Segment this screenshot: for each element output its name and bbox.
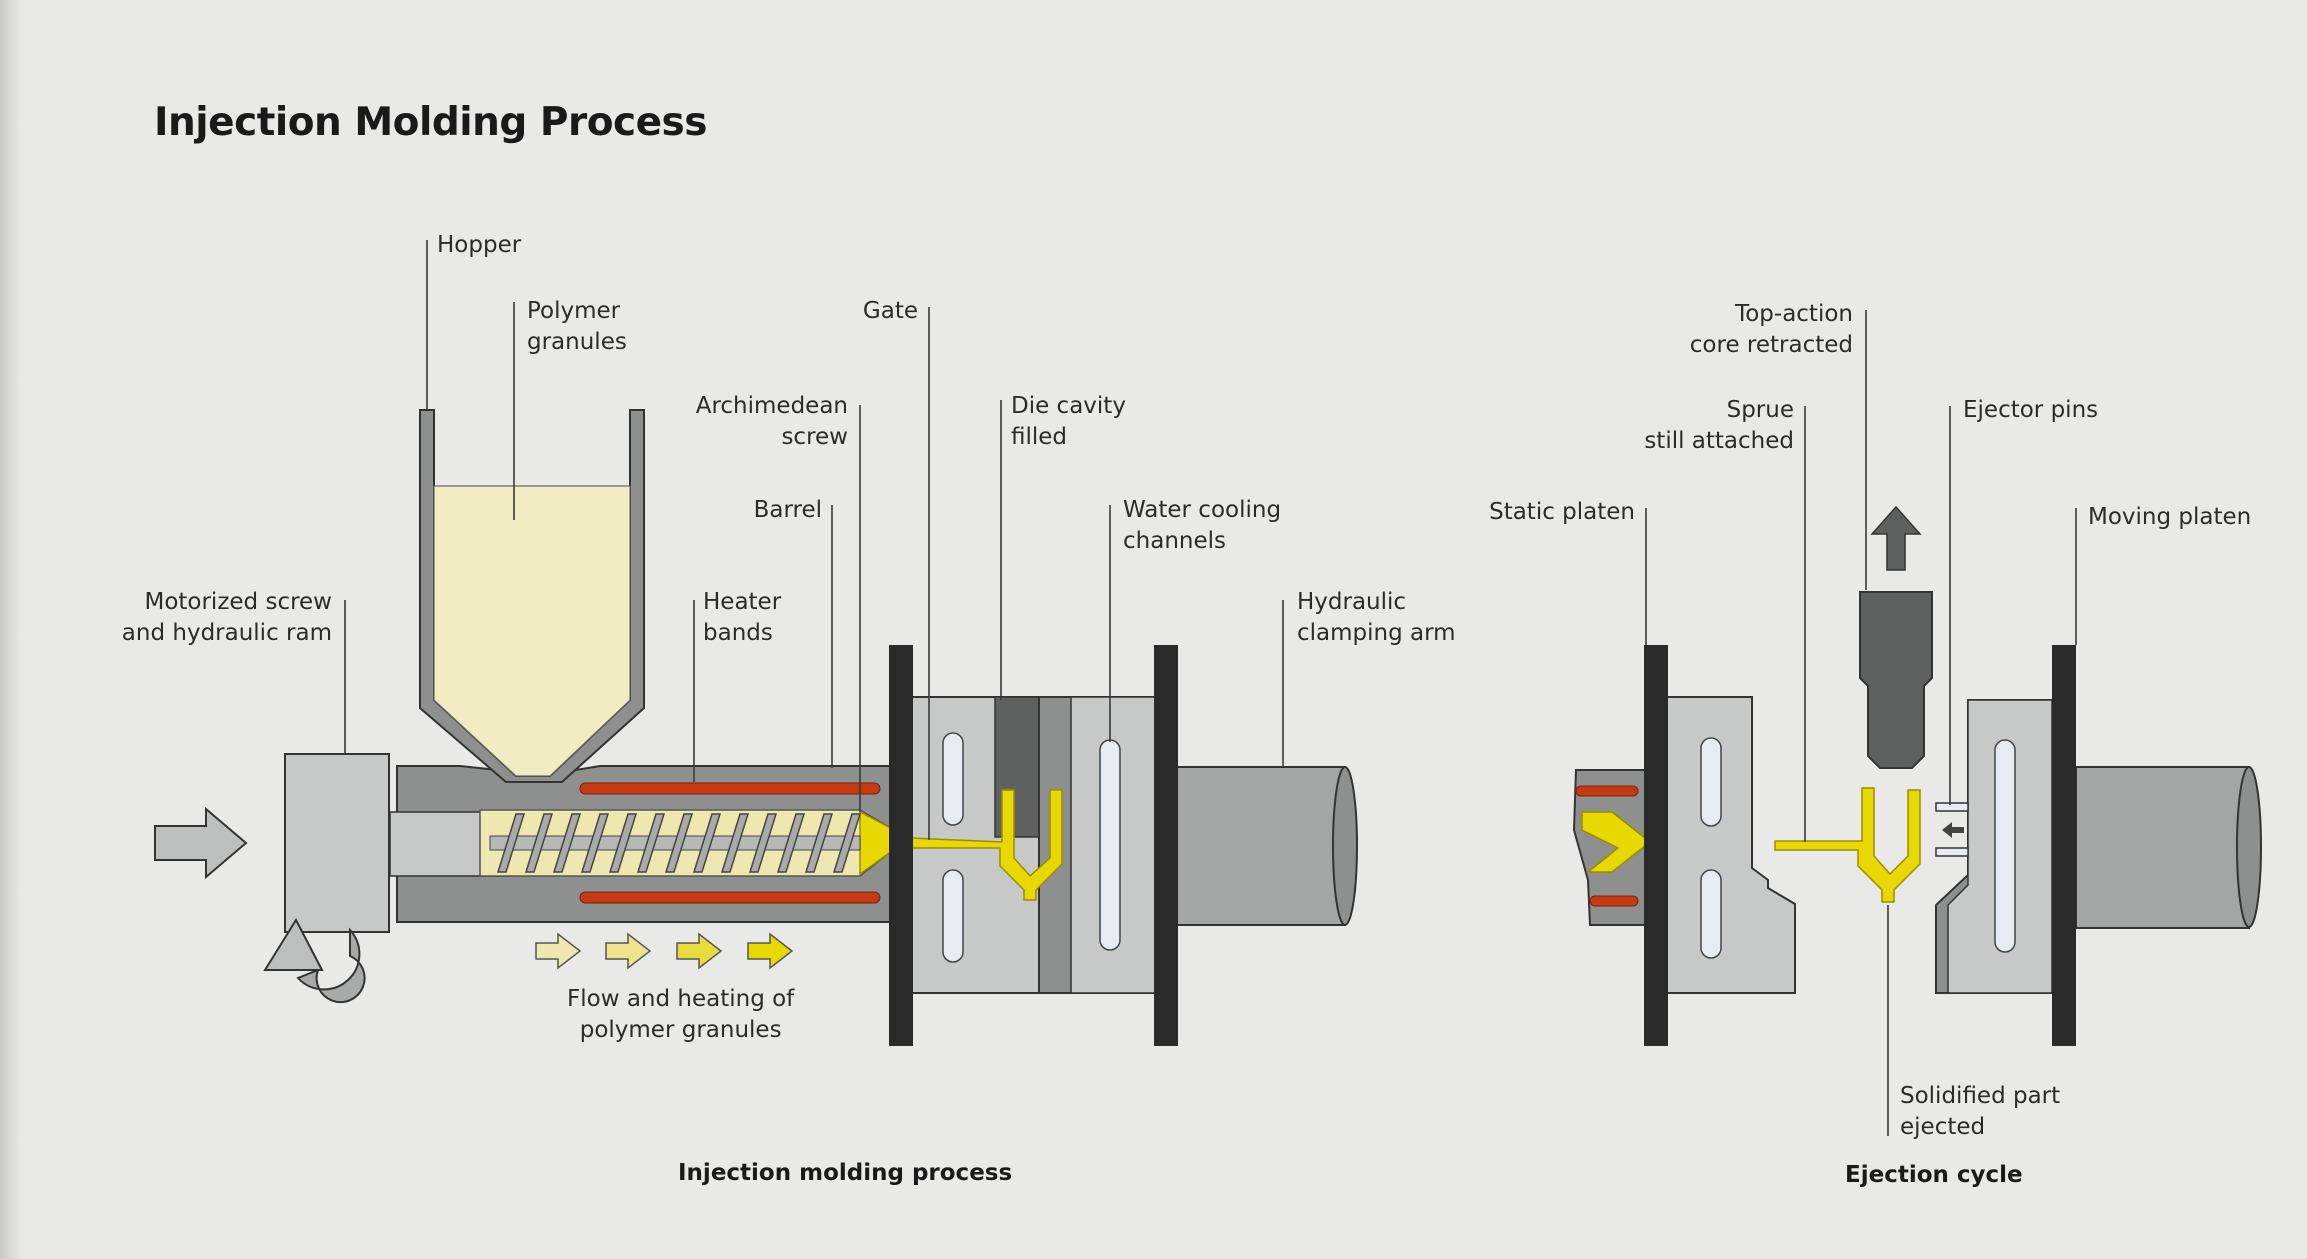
leader-lines (344, 240, 2077, 1136)
screw-flight (496, 813, 526, 873)
archimedean-screw (479, 809, 912, 877)
label-motorized-screw: Motorized screw and hydraulic ram (121, 589, 332, 646)
screw-flight (720, 813, 750, 873)
arrow-right-icon (154, 806, 248, 880)
water-cooling-channels (942, 732, 1121, 963)
hydraulic-clamping-arm (1174, 766, 1358, 926)
arrow-left-icon (1942, 822, 1964, 838)
label-hopper: Hopper (437, 232, 522, 258)
screw-flight (832, 813, 862, 873)
caption-ejection: Ejection cycle (1845, 1162, 2023, 1188)
arrow-up-icon (1870, 505, 1922, 571)
label-heater-bands: Heater bands (703, 589, 782, 646)
page-title: Injection Molding Process (154, 100, 707, 145)
label-gate: Gate (862, 298, 918, 324)
arrow-right-icon (747, 932, 794, 970)
screw-flight (636, 813, 666, 873)
label-flow-heating: Flow and heating of polymer granules (567, 986, 795, 1043)
page-fold-shadow (0, 0, 22, 1259)
platen (889, 645, 913, 1046)
caption-injection: Injection molding process (678, 1160, 1013, 1186)
injection-machine (154, 409, 1358, 1046)
label-moving-platen: Moving platen (2088, 504, 2252, 530)
motor-box (284, 753, 390, 933)
screw-flight (804, 813, 834, 873)
flow-arrows (535, 932, 794, 970)
ejector-pins (1935, 802, 1969, 857)
die-cavity (909, 789, 1063, 901)
heater-bands (579, 782, 881, 904)
screw-flight (524, 813, 554, 873)
mold (909, 696, 1176, 994)
label-static-platen: Static platen (1489, 499, 1635, 525)
label-ejector-pins: Ejector pins (1963, 397, 2099, 423)
ejection-machine (1572, 505, 2262, 1046)
label-polymer-granules: Polymer granules (527, 298, 627, 355)
static-mold-half (1663, 696, 1796, 994)
moving-mold-half (1935, 699, 2058, 994)
screw-flight (664, 813, 694, 873)
solidified-part (1774, 787, 1921, 903)
static-platen (1644, 645, 1668, 1046)
top-action-core (1859, 505, 1933, 769)
label-solidified-part: Solidified part ejected (1900, 1083, 2061, 1140)
screw-flight (608, 813, 638, 873)
screw-flight (776, 813, 806, 873)
barrel-stub (1572, 769, 1652, 926)
arrow-right-icon (676, 932, 723, 970)
arrow-right-icon (535, 932, 582, 970)
label-die-cavity: Die cavity filled (1011, 393, 1126, 450)
label-barrel: Barrel (753, 497, 822, 523)
moving-cylinder (2075, 766, 2262, 929)
label-sprue: Sprue still attached (1644, 397, 1794, 454)
label-water-cooling: Water cooling channels (1123, 497, 1282, 554)
screw-flight (692, 813, 722, 873)
label-hydraulic-arm: Hydraulic clamping arm (1297, 589, 1456, 646)
screw-flight (748, 813, 778, 873)
moving-platen (2052, 645, 2076, 1046)
screw-flight (580, 813, 610, 873)
screw-flight (552, 813, 582, 873)
platen (1154, 645, 1178, 1046)
label-archimedean-screw: Archimedean screw (695, 393, 848, 450)
arrow-right-icon (605, 932, 652, 970)
rotation-arrow-icon (263, 917, 366, 1004)
label-top-action-core: Top-action core retracted (1689, 301, 1853, 358)
hopper (419, 409, 645, 783)
